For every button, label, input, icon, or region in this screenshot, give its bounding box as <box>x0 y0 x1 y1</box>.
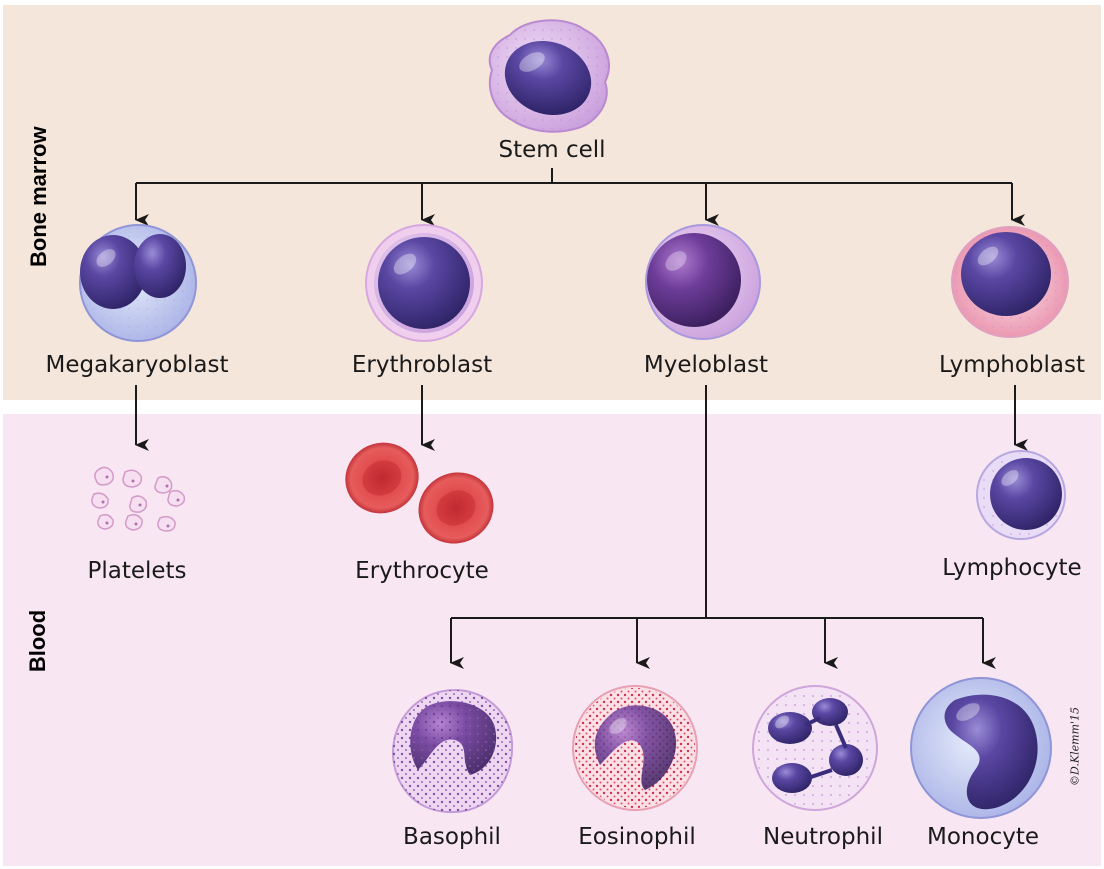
lymphoblast-illustration <box>951 226 1069 338</box>
basophil-label: Basophil <box>403 824 501 850</box>
erythrocyte-illustration <box>345 442 494 544</box>
erythroblast-label: Erythroblast <box>351 352 493 378</box>
stem-cell-illustration <box>488 19 610 133</box>
monocyte-illustration <box>910 677 1052 819</box>
artist-credit: ©D.Klemm'15 <box>1068 706 1082 787</box>
eosinophil-illustration <box>572 685 698 811</box>
basophil-illustration <box>391 688 514 814</box>
lineage-arrows <box>135 168 1028 669</box>
platelets-illustration <box>91 466 186 532</box>
platelets-label: Platelets <box>87 558 187 584</box>
lymphoblast-label: Lymphoblast <box>938 352 1086 378</box>
megakaryoblast-label: Megakaryoblast <box>45 352 229 378</box>
blood-region <box>3 414 1101 866</box>
myeloblast-label: Myeloblast <box>643 352 769 378</box>
stem-cell-label: Stem cell <box>498 137 606 163</box>
lymphocyte-illustration <box>976 450 1066 540</box>
erythroblast-illustration <box>365 224 483 342</box>
erythrocyte-label: Erythrocyte <box>355 558 489 584</box>
megakaryoblast-illustration <box>79 224 197 342</box>
monocyte-label: Monocyte <box>927 824 1039 850</box>
lymphocyte-label: Lymphocyte <box>942 555 1082 581</box>
neutrophil-label: Neutrophil <box>763 824 883 850</box>
myeloblast-illustration <box>645 224 761 340</box>
eosinophil-label: Eosinophil <box>578 824 696 850</box>
neutrophil-illustration <box>752 685 878 811</box>
